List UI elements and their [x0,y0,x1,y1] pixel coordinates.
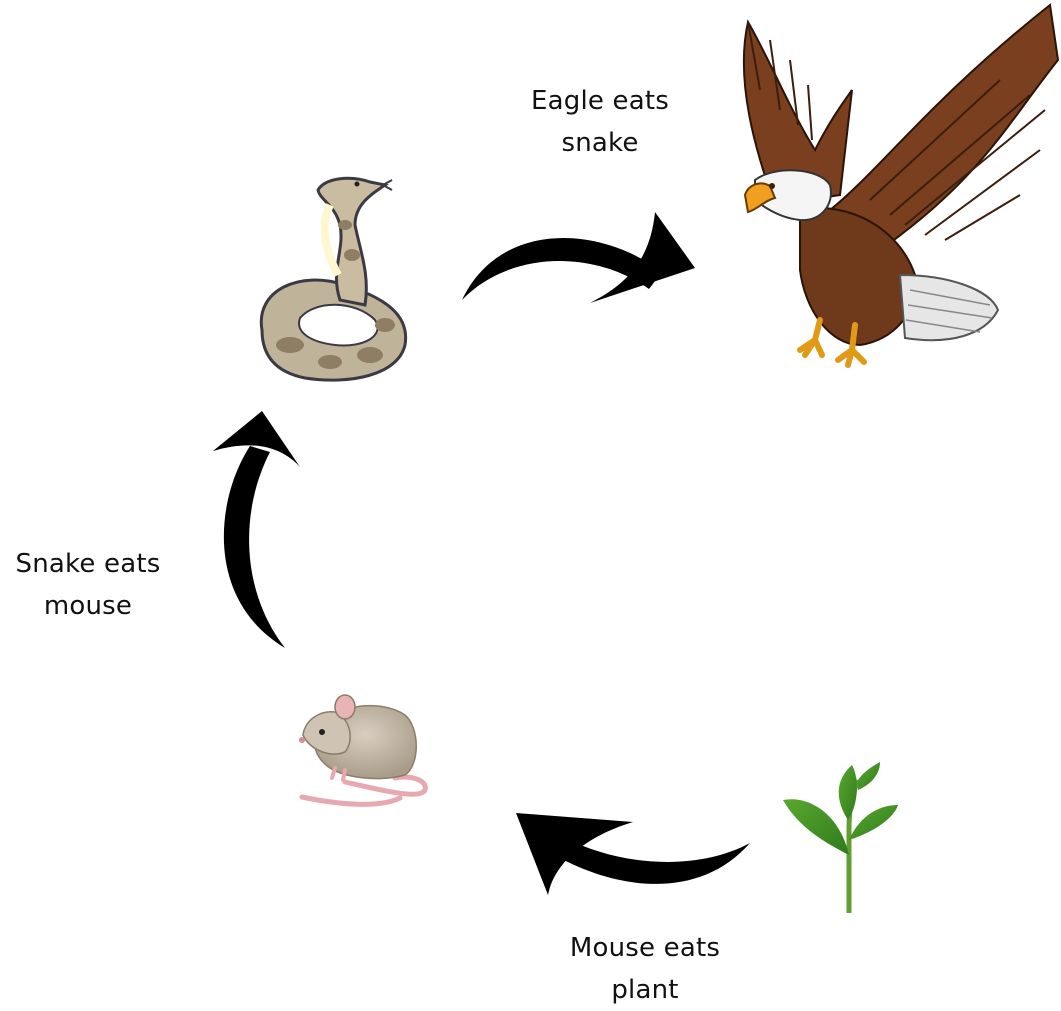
label-snake-eats-mouse: Snake eats mouse [0,543,188,627]
eagle-icon [744,5,1058,365]
mouse-icon [299,695,425,804]
arrow-plant-to-mouse [516,813,750,895]
snake-icon [261,178,405,380]
plant-icon [783,762,898,913]
label-mouse-eats-plant: Mouse eats plant [545,927,745,1011]
arrow-mouse-to-snake [213,411,300,648]
label-eagle-eats-snake: Eagle eats snake [500,80,700,164]
arrow-snake-to-eagle [462,212,695,303]
